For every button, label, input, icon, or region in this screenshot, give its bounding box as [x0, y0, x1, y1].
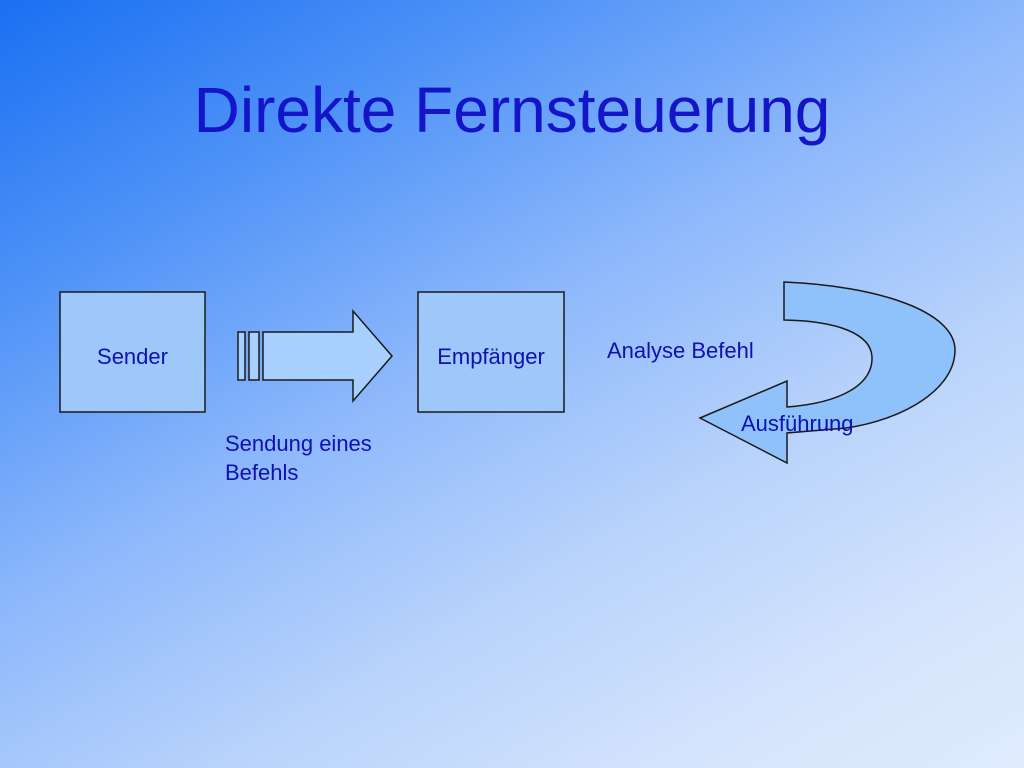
send-caption-line-1: Sendung eines — [225, 431, 372, 456]
receiver-box — [417, 291, 565, 413]
transmit-stripe-2 — [248, 331, 260, 381]
slide-title: Direkte Fernsteuerung — [193, 74, 831, 146]
execution-label: Ausführung — [741, 411, 854, 436]
loop-arrow — [698, 281, 956, 465]
sender-label: Sender — [97, 344, 168, 369]
send-caption: Sendung eines Befehls — [225, 430, 372, 487]
transmit-stripe-1 — [237, 331, 246, 381]
receiver-label: Empfänger — [437, 344, 545, 369]
transmit-arrow — [262, 308, 393, 404]
sender-box — [59, 291, 206, 413]
analyse-label: Analyse Befehl — [607, 338, 754, 363]
send-caption-line-2: Befehls — [225, 459, 299, 485]
